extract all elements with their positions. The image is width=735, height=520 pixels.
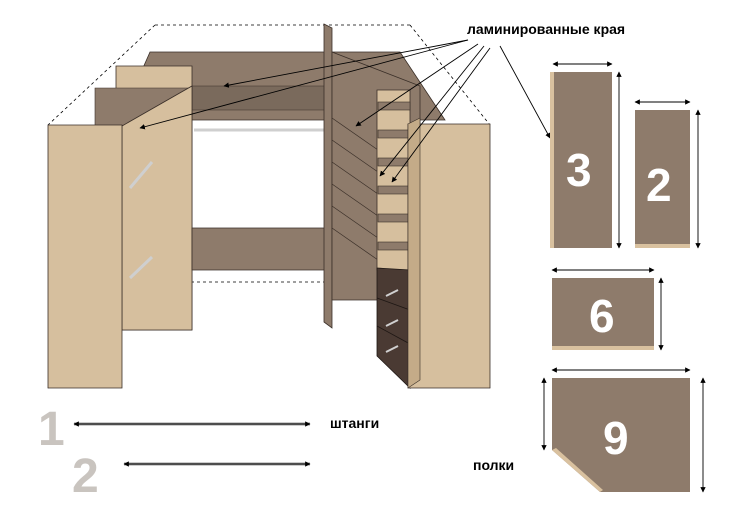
left-side-panel <box>47 124 123 389</box>
shelves-label: полки <box>473 457 514 473</box>
center-lower-shelf <box>191 227 331 271</box>
rod-number-1: 1 <box>38 403 65 456</box>
left-rod-lower <box>128 255 154 280</box>
drawers <box>376 267 411 389</box>
panel-number-3: 3 <box>566 144 592 196</box>
shelf-panel-9: 9 <box>541 367 706 493</box>
shelf-panel-3: 3 <box>550 61 622 249</box>
panel-number-6: 6 <box>589 290 615 342</box>
panel-number-2: 2 <box>646 159 672 211</box>
panel-number-9: 9 <box>603 412 629 464</box>
shelf-panel-2: 2 <box>634 99 701 249</box>
right-shelf-stack <box>331 51 421 301</box>
laminated-edges-label: ламинированные края <box>467 21 625 37</box>
rod-number-2: 2 <box>72 450 99 503</box>
rods-label: штанги <box>330 415 379 431</box>
right-side-panel-edge <box>407 117 421 389</box>
shelf-panel-6: 6 <box>551 267 664 351</box>
left-inner-side <box>121 85 193 331</box>
left-rod <box>128 161 154 189</box>
rods-legend: 1 2 штанги <box>38 403 379 503</box>
laminated-edge-arrows <box>139 39 551 183</box>
center-divider <box>323 23 333 329</box>
top-shelf-front <box>191 85 331 111</box>
